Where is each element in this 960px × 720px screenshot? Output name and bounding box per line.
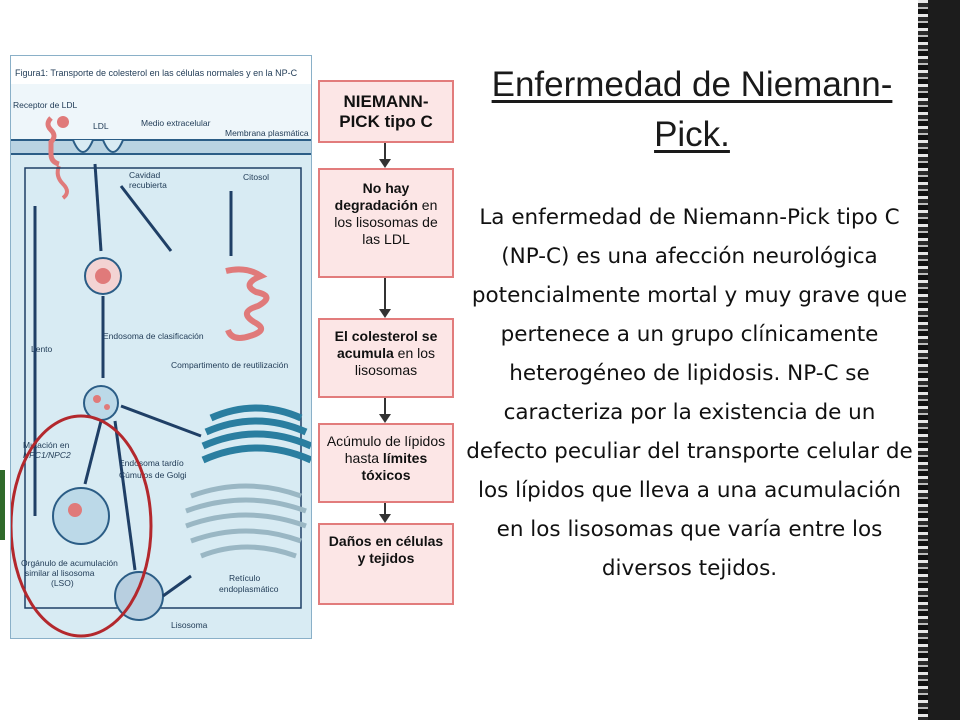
label-organulo-2: similar al lisosoma: [25, 568, 95, 578]
cell-diagram: Figura1: Transporte de colesterol en las…: [11, 68, 311, 638]
figure-caption: Figura1: Transporte de colesterol en las…: [15, 68, 298, 78]
label-medio: Medio extracelular: [141, 118, 211, 128]
flow-step-2: El colesterol se acumula en los lisosoma…: [318, 318, 454, 398]
label-endosoma-tardio: Endosoma tardío: [119, 458, 184, 468]
label-compartimento: Compartimento de reutilización: [171, 360, 288, 370]
label-mutacion-1: Mutación en: [23, 440, 70, 450]
flowchart-title-line-1: NIEMANN-: [343, 92, 429, 111]
endoplasmic-reticulum: [185, 483, 307, 559]
coated-pit-2: [102, 139, 124, 153]
late-endosome-dot-2: [104, 404, 110, 410]
label-lento: Lento: [31, 344, 53, 354]
label-ldl: LDL: [93, 121, 109, 131]
np-c-flowchart: NIEMANN- PICK tipo C No hay degradación …: [318, 80, 454, 610]
label-cavidad-2: recubierta: [129, 180, 167, 190]
label-cavidad-1: Cavidad: [129, 170, 160, 180]
label-reticulo-2: endoplasmático: [219, 584, 279, 594]
left-edge-mark: [0, 470, 5, 540]
label-receptor: Receptor de LDL: [13, 100, 78, 110]
flow-arrow-3: [379, 398, 391, 423]
plasma-membrane: [11, 140, 311, 154]
transport-arrows: [33, 163, 233, 598]
coated-pit-1: [72, 139, 94, 153]
label-citosol: Citosol: [243, 172, 269, 182]
label-reticulo-1: Retículo: [229, 573, 260, 583]
mutation-highlight-circle: [11, 414, 153, 638]
ldl-receptor: [45, 116, 60, 167]
flow-step-1: No hay degradación en los lisosomas de l…: [318, 168, 454, 278]
ldl-particle: [57, 116, 69, 128]
flowchart-title-line-2: PICK tipo C: [339, 112, 433, 131]
flow-arrow-1: [379, 143, 391, 168]
flowchart-title-box: NIEMANN- PICK tipo C: [318, 80, 454, 143]
label-endosoma-clasificacion: Endosoma de clasificación: [103, 331, 204, 341]
label-membrana: Membrana plasmática: [225, 128, 309, 138]
flow-arrow-4: [379, 503, 391, 523]
flow-arrow-2: [379, 278, 391, 318]
label-organulo-1: Orgánulo de acumulación: [21, 558, 118, 568]
late-endosome: [83, 385, 119, 421]
right-torn-edge: [918, 0, 960, 720]
sorting-endosome-core: [95, 268, 111, 284]
receptor-recycled: [55, 165, 69, 200]
cytosol-frame: [24, 167, 302, 609]
step-3-bold: límites tóxicos: [361, 450, 428, 483]
cytosol-area: [11, 150, 311, 638]
flow-step-3: Acúmulo de lípidos hasta límites tóxicos: [318, 423, 454, 503]
step-1-text: en los lisosomas de las LDL: [334, 197, 438, 247]
label-organulo-3: (LSO): [51, 578, 74, 588]
step-4-bold: Daños en células y tejidos: [328, 533, 444, 566]
label-mutacion-2: NPC1/NPC2: [23, 450, 71, 460]
step-2-bold: El colesterol se acumula: [334, 328, 438, 361]
step-1-bold: No hay degradación: [334, 180, 418, 213]
step-3-text: Acúmulo de lípidos hasta: [326, 433, 446, 466]
step-2-text: en los lisosomas: [354, 345, 436, 378]
lso-organelle: [52, 487, 110, 545]
flow-step-4: Daños en células y tejidos: [318, 523, 454, 605]
label-cumulos: Cúmulos de Golgi: [119, 470, 187, 480]
cell-transport-figure: Figura1: Transporte de colesterol en las…: [10, 55, 312, 639]
slide-body-text: La enfermedad de Niemann-Pick tipo C (NP…: [466, 205, 913, 581]
lso-core: [68, 503, 82, 517]
slide-title: Enfermedad de Niemann-Pick.: [491, 65, 893, 154]
label-lisosoma: Lisosoma: [171, 620, 208, 630]
late-endosome-dot-1: [93, 395, 101, 403]
recycling-compartment: [225, 266, 270, 341]
golgi-apparatus: [201, 404, 311, 464]
